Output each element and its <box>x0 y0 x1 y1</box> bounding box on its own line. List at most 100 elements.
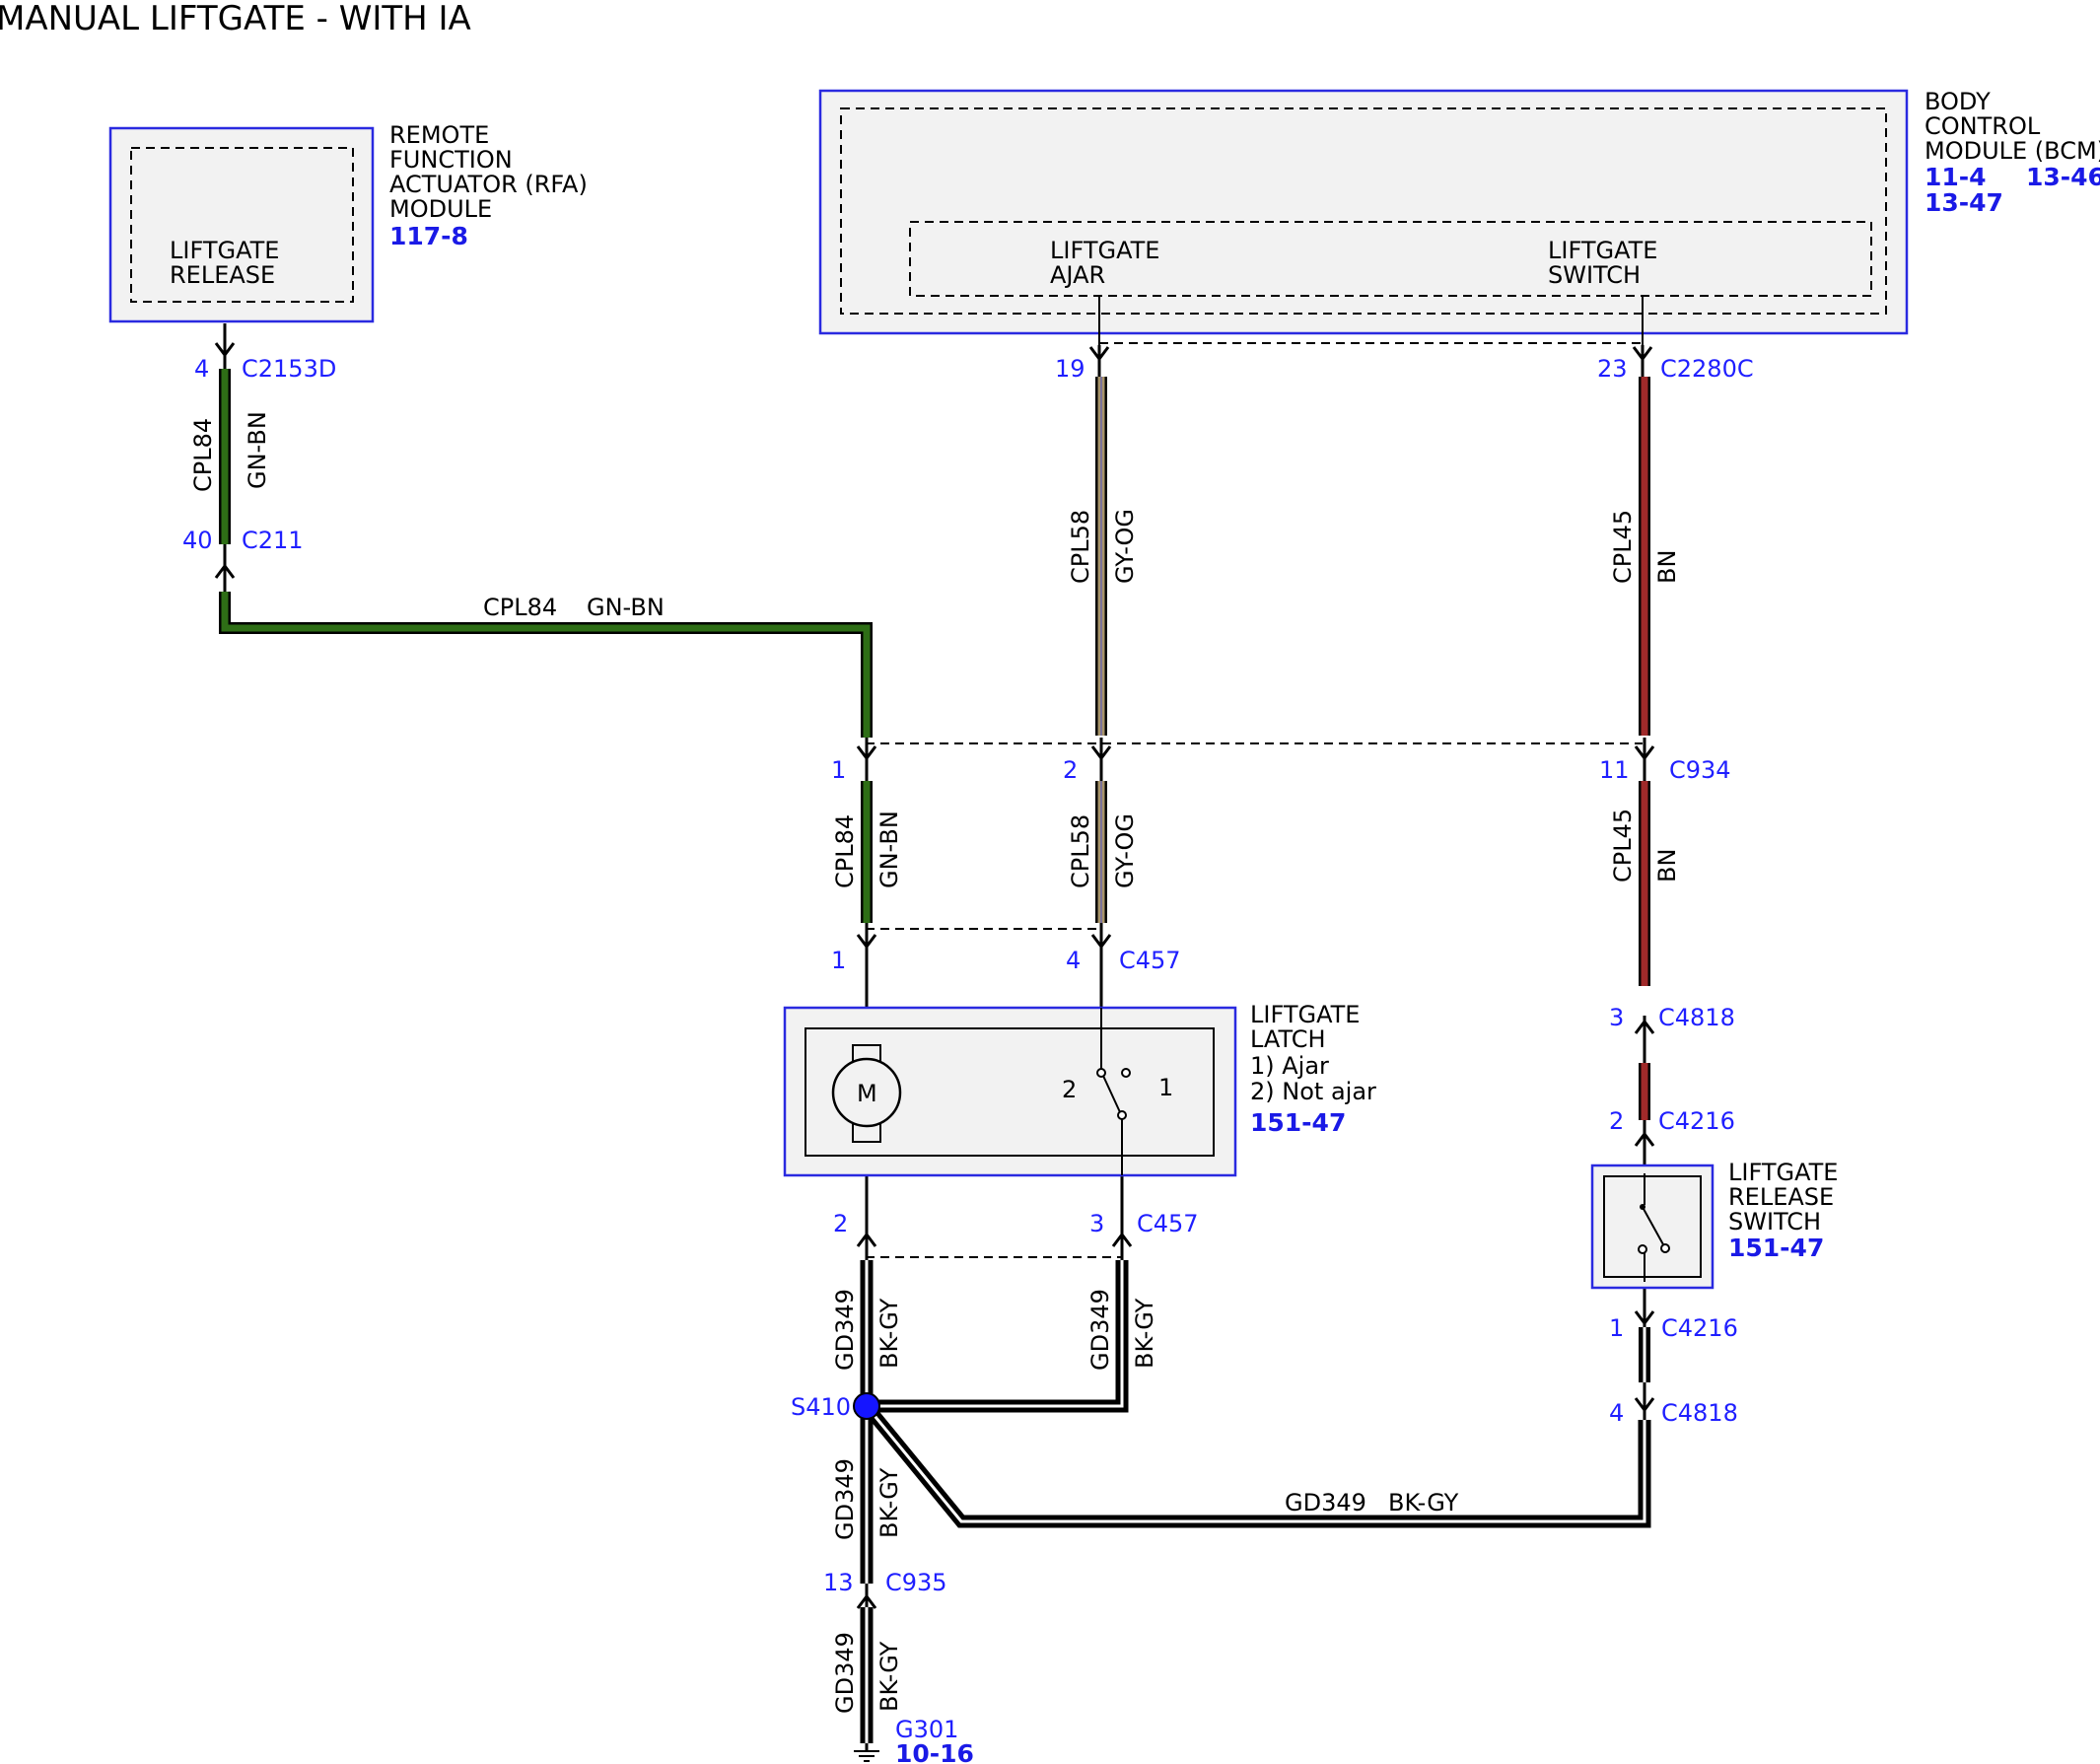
pin-c457-4: 4 <box>1066 947 1081 974</box>
release-switch-name-2: RELEASE <box>1728 1183 1834 1211</box>
label-gd349-color-3: BK-GY <box>875 1467 903 1538</box>
connector-c457-top: C457 <box>1119 947 1181 974</box>
pin-c934-11: 11 <box>1599 756 1630 784</box>
connector-c2280c: C2280C <box>1660 355 1754 383</box>
connector-labels: 4 C2153D 40 C211 19 23 C2280C 1 2 11 C93… <box>182 355 1754 1596</box>
bcm-ref-link-2[interactable]: 13-46 <box>2026 163 2100 191</box>
release-switch-contact-top <box>1640 1204 1645 1210</box>
pin-c934-1: 1 <box>831 756 846 784</box>
release-switch-name-3: SWITCH <box>1728 1208 1821 1235</box>
connector-marks <box>214 342 1655 1609</box>
label-gd349-circuit-3: GD349 <box>831 1458 859 1540</box>
label-gd349-color-2: BK-GY <box>1131 1298 1158 1369</box>
bcm-ref-link-1[interactable]: 11-4 <box>1925 163 1987 191</box>
latch-switch-contact-1 <box>1121 1068 1131 1078</box>
label-gd349-color-h: BK-GY <box>1388 1489 1459 1517</box>
bcm-name-1: BODY <box>1925 88 1991 115</box>
connector-c4216-bottom: C4216 <box>1661 1314 1738 1342</box>
rfa-name-1: REMOTE <box>389 121 489 149</box>
connector-c934: C934 <box>1669 756 1731 784</box>
connector-c935: C935 <box>885 1569 947 1596</box>
label-cpl84-color-1: GN-BN <box>244 411 271 489</box>
label-gd349-circuit-h: GD349 <box>1285 1489 1366 1517</box>
splice-s410-label: S410 <box>791 1393 851 1421</box>
latch-ref-link[interactable]: 151-47 <box>1250 1108 1346 1137</box>
connector-c4216-top: C4216 <box>1658 1107 1735 1135</box>
label-cpl45-circuit-1: CPL45 <box>1609 510 1637 584</box>
pin-c4818-4: 4 <box>1609 1399 1624 1427</box>
pin-c935-13: 13 <box>823 1569 854 1596</box>
pin-c457-1: 1 <box>831 947 846 974</box>
ground-g301-label: G301 <box>895 1716 958 1743</box>
pin-c2280c-19: 19 <box>1055 355 1085 383</box>
pin-c457-2: 2 <box>833 1210 848 1237</box>
latch-name-3: 1) Ajar <box>1250 1052 1329 1080</box>
bcm-name-3: MODULE (BCM) <box>1925 137 2100 165</box>
wire-labels: CPL84 GN-BN CPL84 GN-BN CPL58 GY-OG CPL4… <box>189 411 1681 1714</box>
label-cpl84-circuit-1: CPL84 <box>189 418 217 492</box>
bcm-ajar-label-1: LIFTGATE <box>1050 237 1159 264</box>
pin-c4216-1: 1 <box>1609 1314 1624 1342</box>
motor-label: M <box>857 1080 877 1107</box>
label-cpl58-color-2: GY-OG <box>1111 813 1139 888</box>
label-cpl45-circuit-2: CPL45 <box>1609 809 1637 882</box>
label-cpl84-color-2: GN-BN <box>875 811 903 888</box>
pin-c2153d-4: 4 <box>194 355 209 383</box>
bcm-name-2: CONTROL <box>1925 112 2041 140</box>
rfa-inner-label-2: RELEASE <box>170 261 275 289</box>
label-gd349-circuit-2: GD349 <box>1086 1289 1114 1371</box>
label-cpl84-color-h: GN-BN <box>587 594 665 621</box>
wire-gd349 <box>860 1260 1651 1743</box>
label-gd349-color-4: BK-GY <box>875 1641 903 1712</box>
wire-cpl84 <box>219 369 873 923</box>
pin-c211-40: 40 <box>182 527 213 554</box>
label-cpl45-color-1: BN <box>1653 550 1681 584</box>
release-switch-ref-link[interactable]: 151-47 <box>1728 1234 1824 1262</box>
latch-name-4: 2) Not ajar <box>1250 1078 1376 1105</box>
connector-c4818-bottom: C4818 <box>1661 1399 1738 1427</box>
connector-c2153d: C2153D <box>242 355 336 383</box>
latch-switch-pos-2: 2 <box>1062 1076 1077 1103</box>
release-switch-name-1: LIFTGATE <box>1728 1159 1838 1186</box>
label-cpl58-color-1: GY-OG <box>1111 509 1139 584</box>
label-cpl84-circuit-h: CPL84 <box>483 594 557 621</box>
connector-c457-bottom: C457 <box>1137 1210 1199 1237</box>
connector-c4818-top: C4818 <box>1658 1004 1735 1031</box>
label-cpl84-circuit-2: CPL84 <box>831 814 859 888</box>
label-cpl45-color-2: BN <box>1653 849 1681 882</box>
label-cpl58-circuit-1: CPL58 <box>1067 510 1094 584</box>
pin-c934-2: 2 <box>1063 756 1078 784</box>
pin-c457-3: 3 <box>1089 1210 1104 1237</box>
pin-c4216-2: 2 <box>1609 1107 1624 1135</box>
label-gd349-color-1: BK-GY <box>875 1298 903 1369</box>
ground-g301-ref-link[interactable]: 10-16 <box>895 1739 974 1764</box>
splice-s410-dot <box>853 1392 880 1420</box>
bcm-ref-link-3[interactable]: 13-47 <box>1925 188 2003 217</box>
rfa-ref-link[interactable]: 117-8 <box>389 222 468 250</box>
diagram-title: MANUAL LIFTGATE - WITH IA <box>0 0 471 38</box>
latch-name-2: LATCH <box>1250 1025 1326 1053</box>
latch-name-1: LIFTGATE <box>1250 1001 1360 1028</box>
ground-g301: G301 10-16 <box>854 1716 974 1764</box>
label-gd349-circuit-1: GD349 <box>831 1289 859 1371</box>
latch-switch-contact-2 <box>1096 1068 1106 1078</box>
pin-c4818-3: 3 <box>1609 1004 1624 1031</box>
connector-c211: C211 <box>242 527 304 554</box>
bcm-switch-label-1: LIFTGATE <box>1548 237 1657 264</box>
rfa-name-4: MODULE <box>389 195 492 223</box>
pin-c2280c-23: 23 <box>1597 355 1628 383</box>
bcm-switch-label-2: SWITCH <box>1548 261 1641 289</box>
motor-icon <box>831 1057 902 1128</box>
rfa-name-2: FUNCTION <box>389 146 513 174</box>
